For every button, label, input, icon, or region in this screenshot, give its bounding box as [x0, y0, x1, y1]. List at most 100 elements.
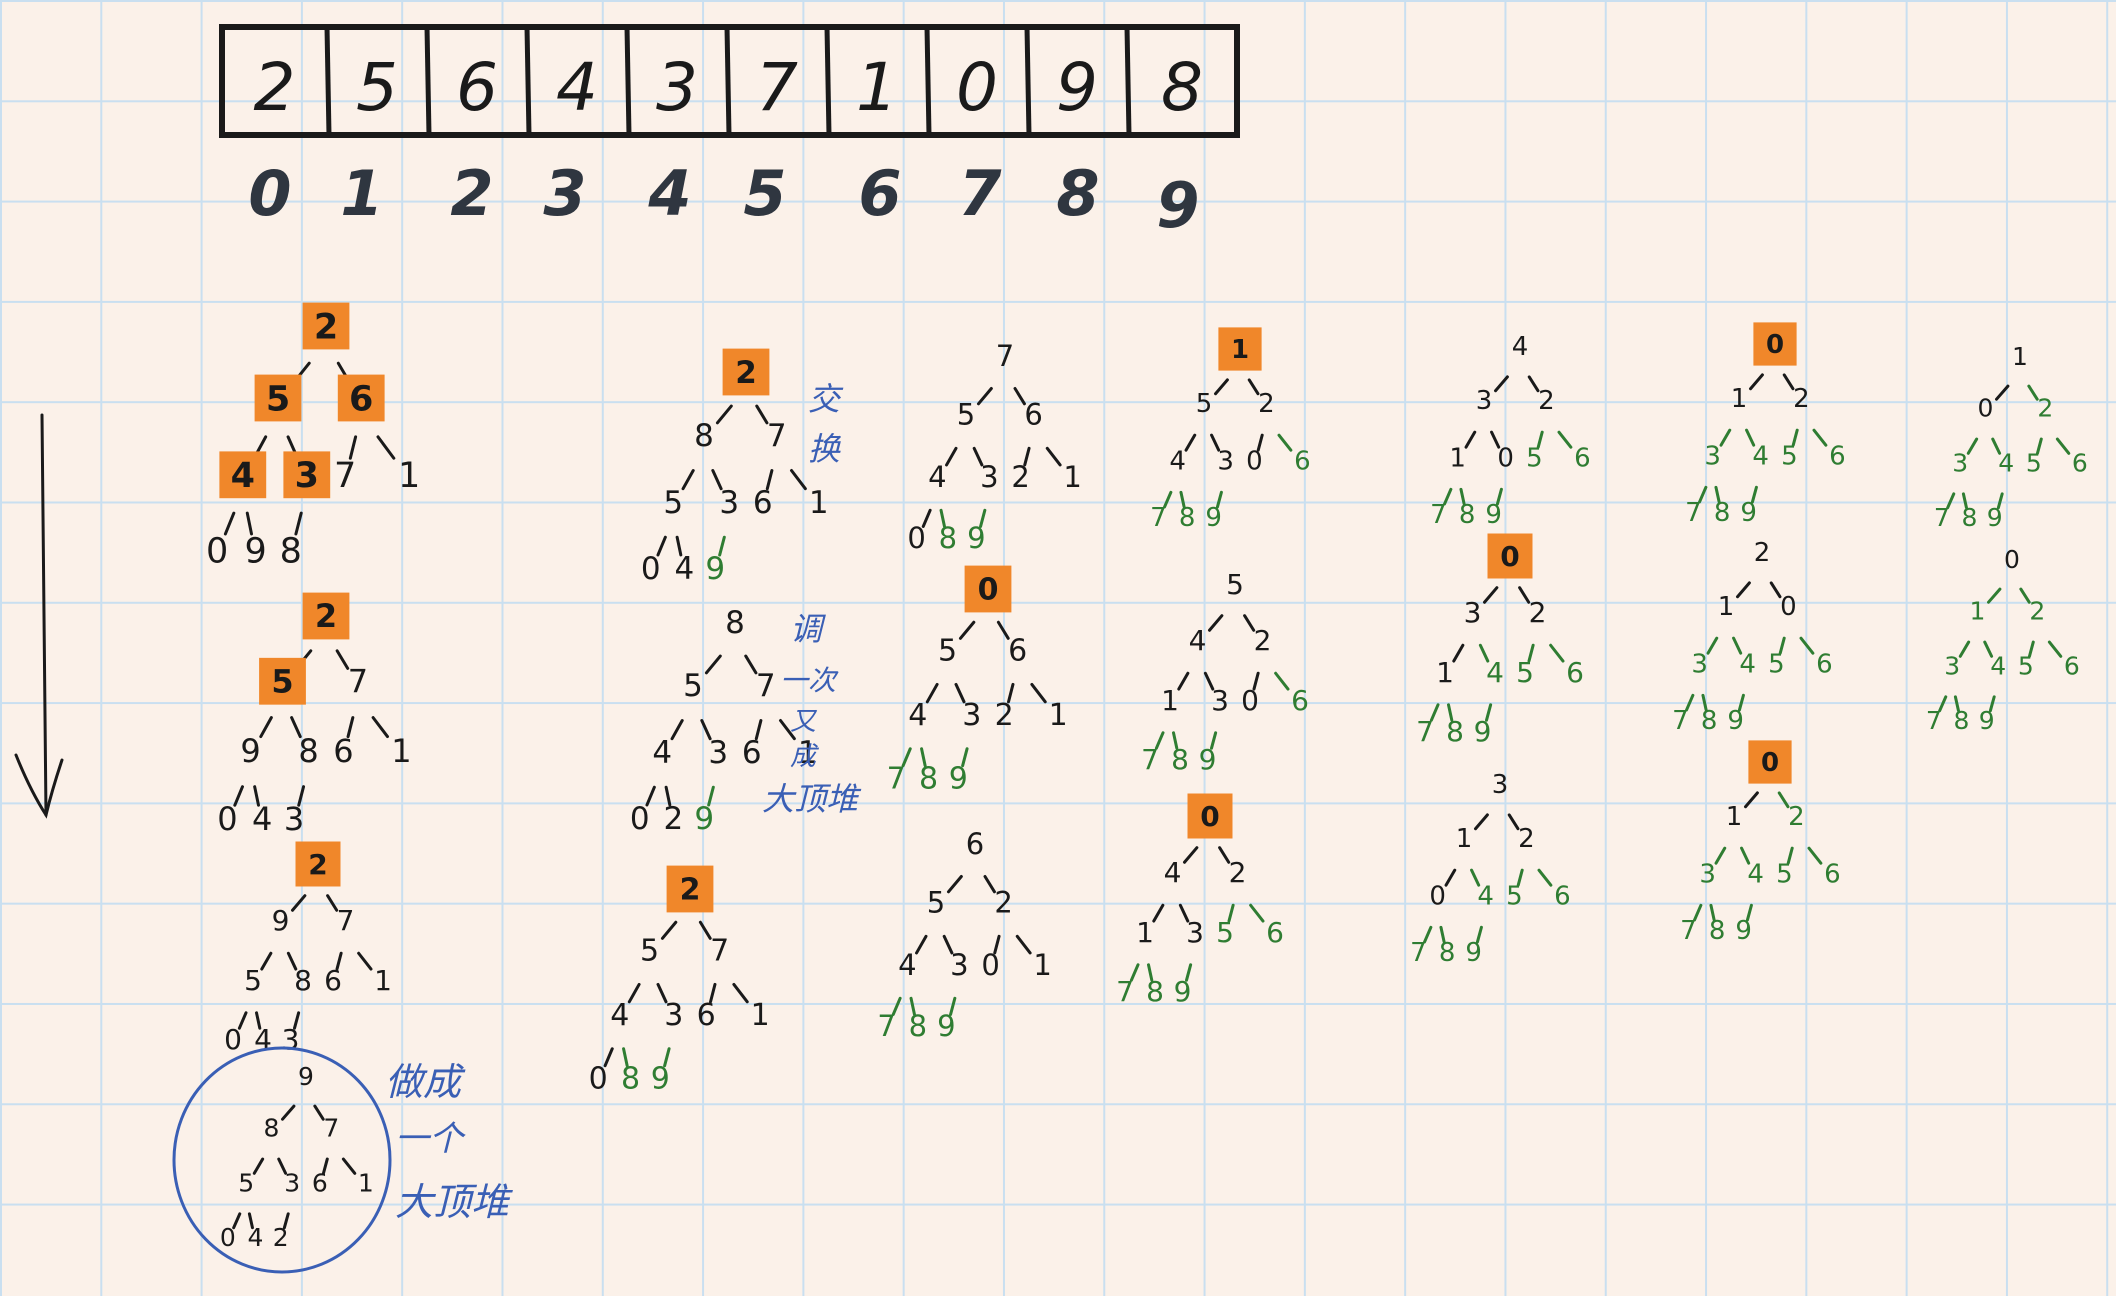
- tree-edge: [1549, 643, 1565, 663]
- tree-edge: [1152, 903, 1165, 923]
- tree-node: 1: [1726, 802, 1743, 832]
- tree-edge: [779, 719, 796, 741]
- tree-node: 6: [312, 1169, 328, 1198]
- tree-node: 2: [1529, 596, 1547, 629]
- tree-edge: [961, 747, 969, 768]
- tree-node: 0: [1766, 330, 1784, 360]
- tree-node: 1: [374, 964, 392, 997]
- tree-node: 3: [950, 948, 968, 982]
- tree-edge: [1698, 485, 1708, 504]
- tree-edge: [1740, 846, 1751, 865]
- tree-node: 1: [1449, 444, 1466, 474]
- tree-edge: [1996, 492, 2004, 510]
- tree-node: 3: [1217, 447, 1234, 477]
- tree-node: 4: [231, 456, 255, 496]
- tree-node: 6: [1829, 442, 1846, 472]
- tree-node: 3: [1952, 449, 1968, 478]
- tree-node: 3: [664, 998, 683, 1033]
- tree-edge: [260, 951, 273, 971]
- tree-node: 8: [909, 1009, 927, 1043]
- tree-edge: [709, 982, 717, 1004]
- tree-node: 9: [240, 732, 260, 770]
- tree-node: 7: [323, 1114, 339, 1143]
- array-divider: [1024, 26, 1032, 136]
- highlight-box: [283, 451, 331, 499]
- tree-edge: [282, 1212, 290, 1230]
- tree-edge: [660, 920, 678, 940]
- tree-node: 1: [1718, 592, 1735, 622]
- tree-node: 6: [349, 379, 373, 419]
- tree-edge: [1252, 671, 1260, 691]
- tree-edge: [983, 874, 996, 894]
- tree-node: 9: [272, 904, 290, 937]
- note-swap-line-1: 交: [808, 380, 844, 418]
- tree-node: 5: [271, 662, 293, 700]
- tree-node: 4: [1169, 447, 1186, 477]
- tree-node: 2: [1538, 386, 1555, 416]
- tree-edge: [711, 469, 723, 491]
- tree-edge: [253, 785, 260, 807]
- tree-node: 1: [1231, 335, 1249, 365]
- tree-edge: [939, 508, 946, 528]
- tree-edge: [718, 535, 726, 557]
- tree-edge: [1423, 925, 1433, 944]
- tree-node: 5: [1216, 916, 1234, 949]
- tree-edge: [1184, 433, 1197, 452]
- tree-edge: [972, 446, 984, 467]
- tree-edge: [1147, 963, 1154, 982]
- tree-edge: [1177, 671, 1190, 691]
- tree-edge: [645, 785, 656, 807]
- highlight-box: [722, 348, 770, 396]
- tree-node: 9: [298, 1062, 314, 1091]
- tree-edge: [698, 920, 712, 940]
- tree-edge: [326, 894, 339, 912]
- tree-edge: [1274, 671, 1290, 691]
- tree-edge: [1179, 490, 1186, 509]
- tree-edge: [335, 649, 350, 670]
- tree-node: 2: [735, 355, 757, 391]
- tree-edge: [1478, 643, 1490, 663]
- tree-edge: [376, 435, 396, 460]
- tree-edge: [754, 719, 763, 741]
- tree-edge: [1507, 813, 1520, 831]
- array-divider: [624, 26, 632, 136]
- tree-edge: [996, 620, 1010, 640]
- tree-node: 0: [630, 801, 650, 837]
- tree-node: 2: [315, 597, 337, 635]
- tree-edge: [1172, 731, 1179, 750]
- note-swap: 交 换: [808, 380, 844, 468]
- array-value: 0: [956, 49, 998, 126]
- tree-node: 0: [1241, 684, 1259, 717]
- tree-edge: [1218, 846, 1231, 864]
- tree-node: 4: [928, 460, 946, 494]
- tree-node: 7: [887, 762, 906, 797]
- tree-edge: [1249, 903, 1265, 923]
- tree-edge: [1750, 485, 1758, 504]
- tree-edge: [656, 982, 668, 1004]
- tree-node: 0: [641, 551, 661, 587]
- array-value: 4: [556, 49, 598, 126]
- tree-node: 0: [1200, 800, 1219, 833]
- array-divider: [824, 26, 832, 136]
- tree-node: 8: [1439, 938, 1456, 968]
- tree-edge: [942, 934, 954, 955]
- tree-edge: [1983, 640, 1994, 658]
- tree-node: 7: [1934, 503, 1950, 532]
- tree-node: 5: [244, 964, 262, 997]
- tree-edge: [1178, 903, 1190, 923]
- array-index: 9: [1156, 169, 1199, 242]
- tree-node: 8: [294, 964, 312, 997]
- tree-node: 4: [1998, 449, 2014, 478]
- tree-edge: [1447, 703, 1454, 722]
- highlight-box: [337, 374, 385, 422]
- tree-edge: [1185, 963, 1193, 982]
- tree-node: 9: [1735, 916, 1752, 946]
- tree-edge: [1988, 695, 1996, 713]
